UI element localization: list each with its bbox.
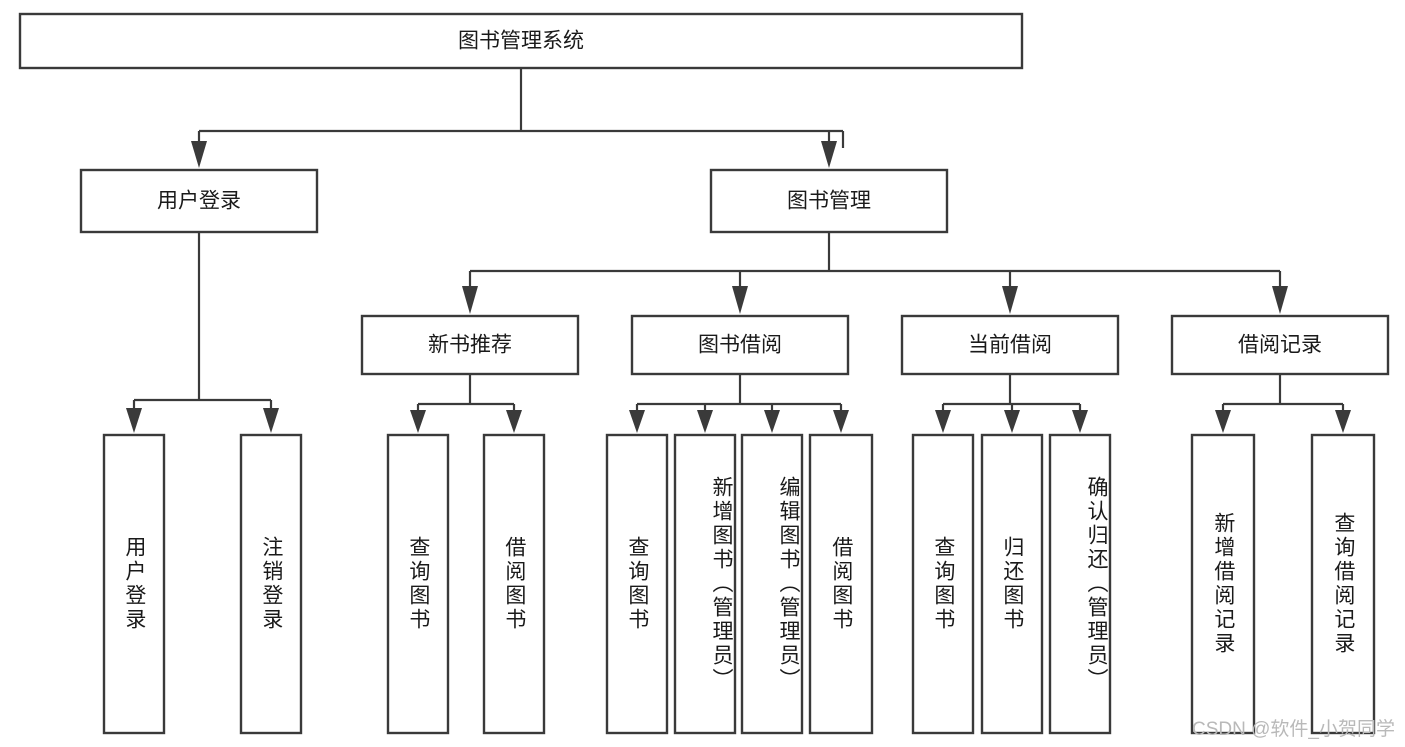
leaf-box-return-books[interactable] bbox=[980, 433, 1044, 735]
connector-borrow-to-leaves bbox=[629, 374, 849, 433]
connector-newbooks-to-leaves bbox=[410, 374, 522, 433]
leaf-box-add-borrow-record[interactable] bbox=[1190, 433, 1256, 735]
leaf-boxes bbox=[102, 433, 1376, 735]
arrow-head-icon bbox=[697, 410, 713, 433]
arrow-head-icon bbox=[1335, 410, 1351, 433]
arrow-head-icon bbox=[1272, 286, 1288, 314]
node-user-login-box[interactable] bbox=[79, 168, 319, 234]
arrow-head-icon bbox=[462, 286, 478, 314]
csdn-watermark: CSDN @软件_小贺同学 bbox=[1192, 719, 1395, 740]
node-new-book-recommend-box[interactable] bbox=[360, 314, 580, 376]
node-book-management[interactable]: 图书管理 bbox=[709, 168, 949, 234]
node-book-borrow-label: 图书借阅 bbox=[698, 334, 782, 357]
node-user-login[interactable]: 用户登录 bbox=[79, 168, 319, 234]
leaf-box-borrow-books-1[interactable] bbox=[482, 433, 546, 735]
arrow-head-icon bbox=[191, 141, 207, 168]
node-new-book-recommend[interactable]: 新书推荐 bbox=[360, 314, 580, 376]
arrow-head-icon bbox=[1002, 286, 1018, 314]
arrow-head-icon bbox=[1004, 410, 1020, 433]
node-borrow-records-box[interactable] bbox=[1170, 314, 1390, 376]
arrow-head-icon bbox=[506, 410, 522, 433]
leaf-box-edit-book-admin[interactable] bbox=[740, 433, 804, 735]
leaf-box-logout[interactable] bbox=[239, 433, 303, 735]
leaf-box-query-books-2[interactable] bbox=[605, 433, 669, 735]
node-book-borrow[interactable]: 图书借阅 bbox=[630, 314, 850, 376]
leaf-box-confirm-return-admin[interactable] bbox=[1048, 433, 1112, 735]
leaf-box-query-books-1[interactable] bbox=[386, 433, 450, 735]
arrow-head-icon bbox=[732, 286, 748, 314]
leaf-box-user-login[interactable] bbox=[102, 433, 166, 735]
leaf-box-query-books-3[interactable] bbox=[911, 433, 975, 735]
connector-records-to-leaves bbox=[1215, 374, 1351, 433]
arrow-head-icon bbox=[833, 410, 849, 433]
arrow-head-icon bbox=[1215, 410, 1231, 433]
arrow-head-icon bbox=[410, 410, 426, 433]
node-current-borrow-box[interactable] bbox=[900, 314, 1120, 376]
arrow-head-icon bbox=[629, 410, 645, 433]
leaf-box-add-book-admin[interactable] bbox=[673, 433, 737, 735]
node-new-book-recommend-label: 新书推荐 bbox=[428, 334, 512, 357]
node-current-borrow-label: 当前借阅 bbox=[968, 334, 1052, 357]
leaf-box-borrow-books-2[interactable] bbox=[808, 433, 874, 735]
node-root[interactable]: 图书管理系统 bbox=[18, 12, 1024, 70]
node-root-label: 图书管理系统 bbox=[458, 30, 584, 53]
node-current-borrow[interactable]: 当前借阅 bbox=[900, 314, 1120, 376]
node-borrow-records[interactable]: 借阅记录 bbox=[1170, 314, 1390, 376]
node-root-box[interactable] bbox=[18, 12, 1024, 70]
arrow-head-icon bbox=[263, 408, 279, 433]
node-book-management-box[interactable] bbox=[709, 168, 949, 234]
arrow-head-icon bbox=[821, 141, 837, 168]
connector-login-to-leaves bbox=[126, 232, 279, 433]
node-borrow-records-label: 借阅记录 bbox=[1238, 334, 1322, 357]
node-user-login-label: 用户登录 bbox=[157, 190, 241, 213]
arrow-head-icon bbox=[1072, 410, 1088, 433]
connector-books-to-level3 bbox=[462, 232, 1288, 314]
arrow-head-icon bbox=[126, 408, 142, 433]
arrow-head-icon bbox=[764, 410, 780, 433]
node-book-management-label: 图书管理 bbox=[787, 190, 871, 213]
connector-current-to-leaves bbox=[935, 374, 1088, 433]
arrow-head-icon bbox=[935, 410, 951, 433]
leaf-box-query-borrow-record[interactable] bbox=[1310, 433, 1376, 735]
node-book-borrow-box[interactable] bbox=[630, 314, 850, 376]
connector-root-to-level2 bbox=[191, 68, 845, 168]
